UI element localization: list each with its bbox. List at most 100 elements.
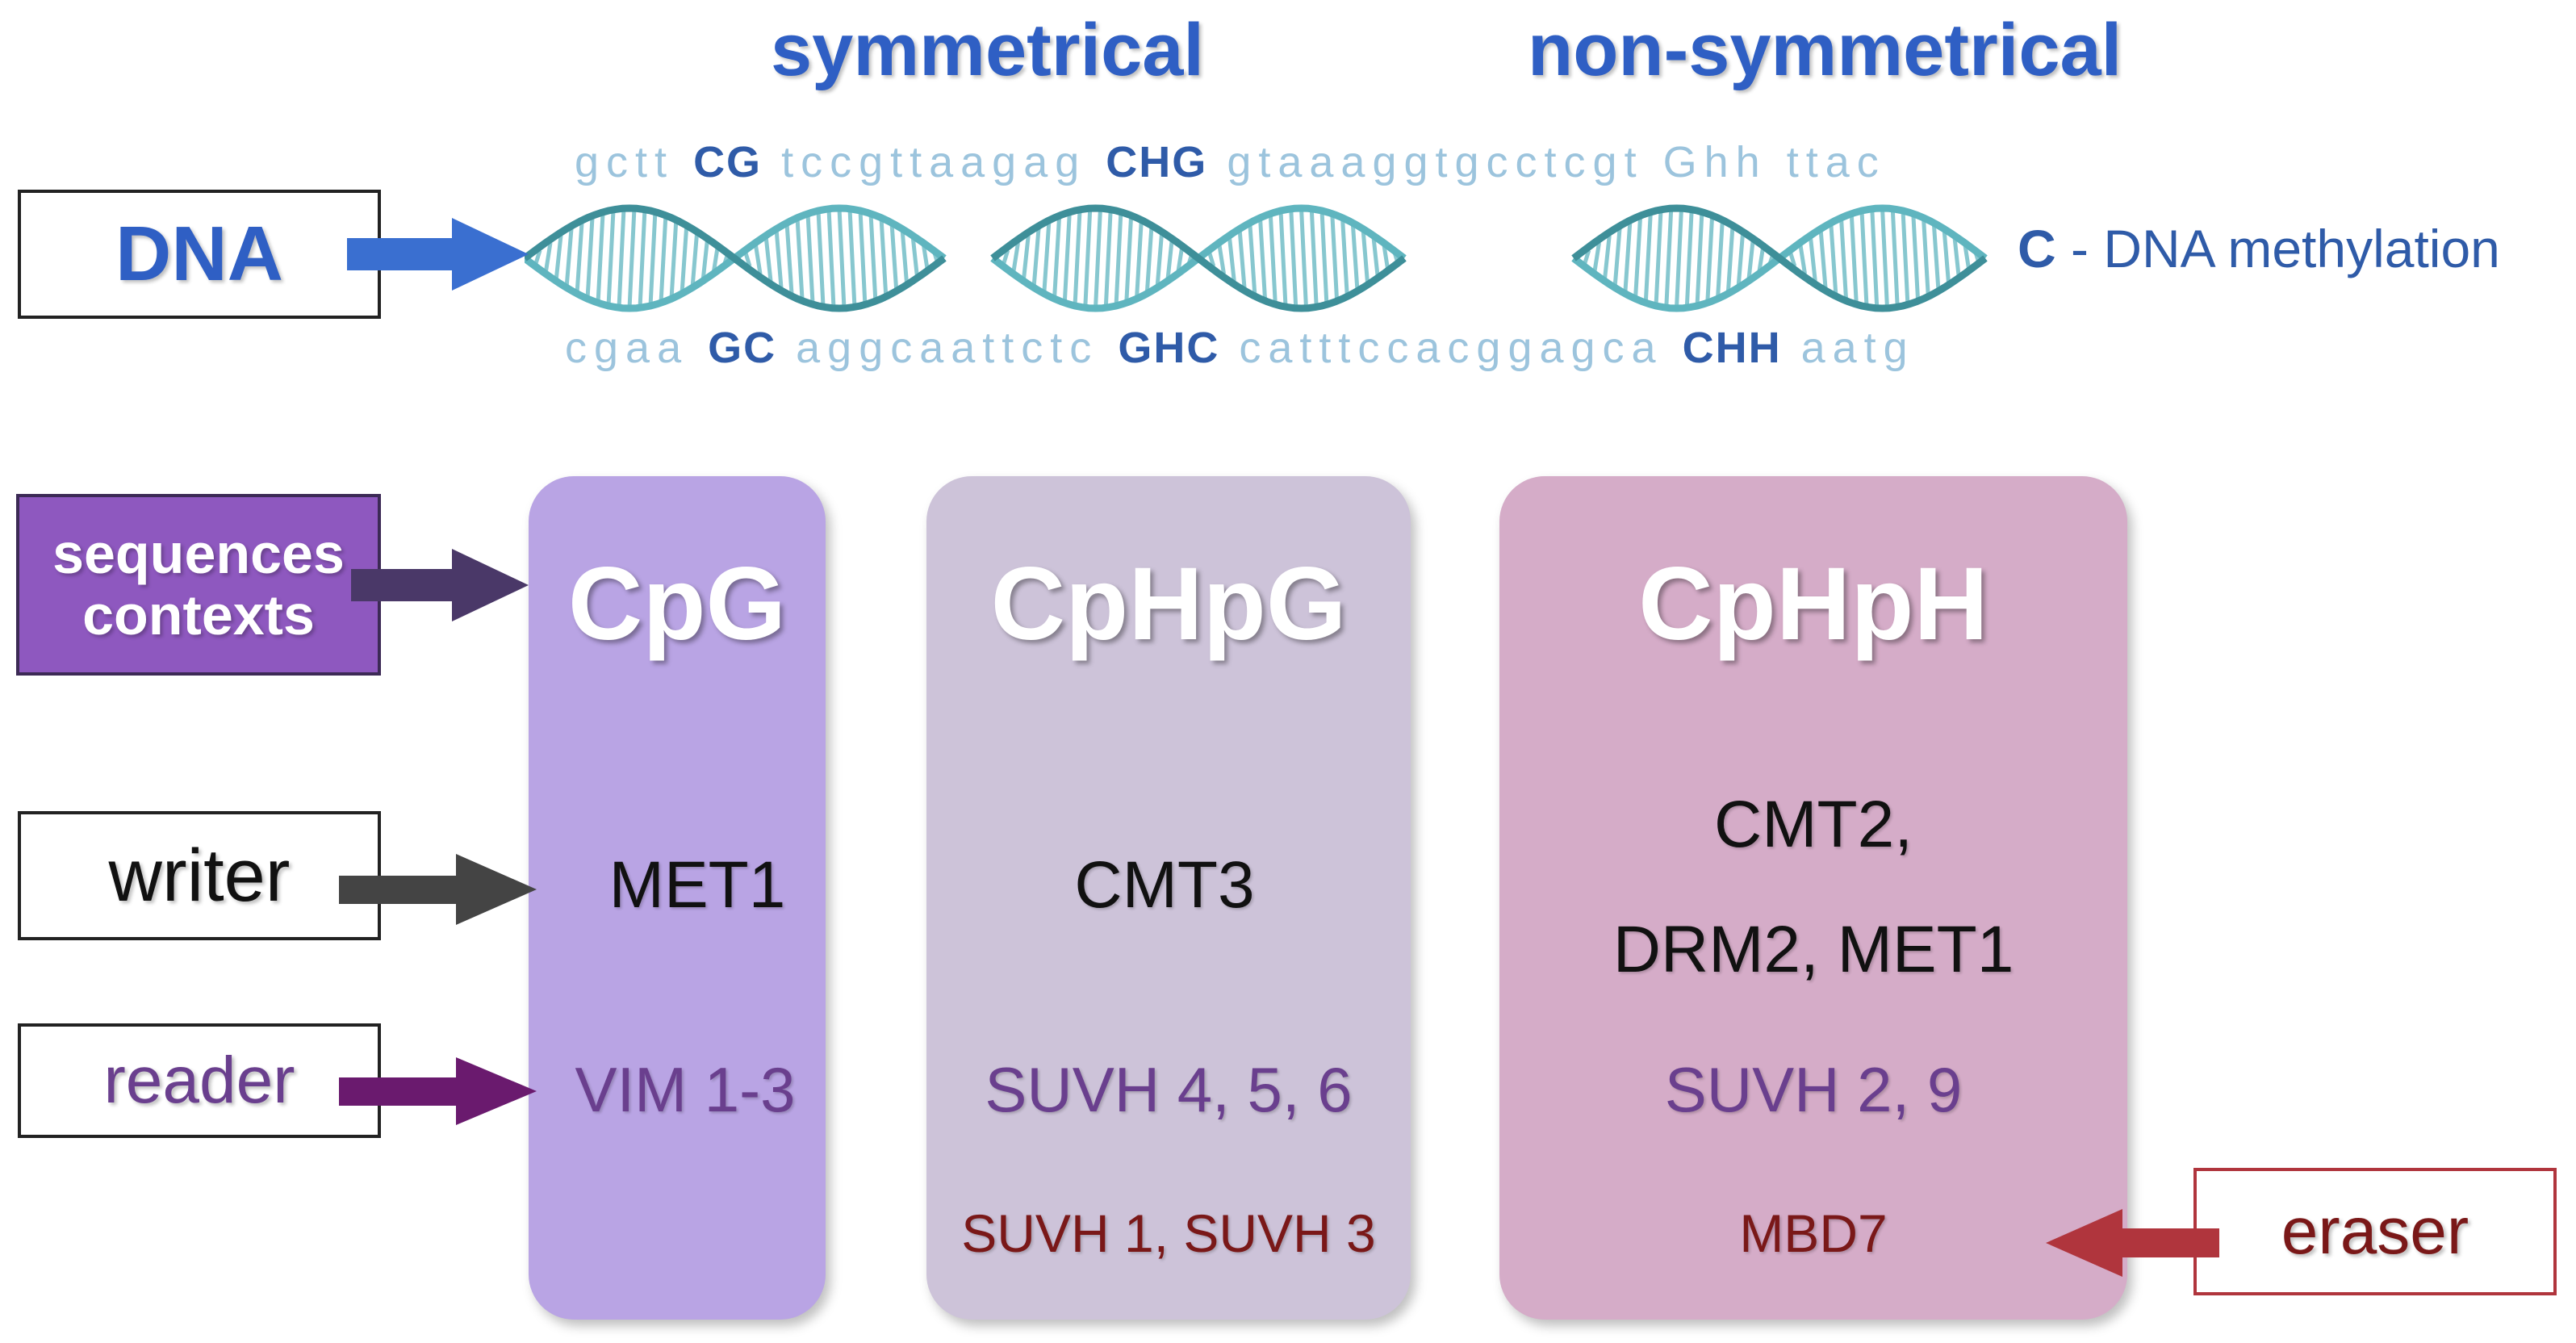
dna-base-pair: [1829, 222, 1838, 295]
sequence-bottom-strand: cgaa GC aggcaattctc GHC catttccacggagca …: [565, 323, 1915, 373]
methylation-legend-text: - DNA methylation: [2055, 219, 2500, 278]
dna-base-pair: [1931, 222, 1941, 295]
top-strand-segment: gctt: [575, 138, 675, 186]
dna-base-pair: [753, 242, 763, 274]
dna-base-pair: [680, 222, 689, 295]
dna-base-pair: [847, 208, 857, 308]
dna-base-pair: [1859, 210, 1869, 307]
dna-base-pair: [1922, 217, 1930, 299]
dna-base-pair: [1227, 235, 1236, 282]
sequence-top-strand: gctt CG tccgttaagag CHG gtaaaggtgcctcgt …: [575, 137, 1886, 187]
reader-label: reader: [103, 1044, 295, 1117]
dna-base-pair: [575, 222, 584, 295]
dna-base-pair: [1299, 207, 1308, 309]
dna-base-pair: [1361, 228, 1370, 288]
non-symmetrical-heading: non-symmetrical: [1528, 9, 2122, 91]
dna-base-pair: [1031, 228, 1041, 288]
dna-base-pair: [1839, 217, 1848, 299]
top-strand-segment: CHG: [1106, 138, 1208, 186]
dna-base-pair: [805, 213, 815, 303]
top-strand-segment: CG: [693, 138, 763, 186]
dna-base-pair: [1602, 235, 1612, 282]
cphph-writer-line1: CMT2,: [1714, 788, 1913, 861]
dna-base-pair: [1073, 210, 1082, 307]
cphpg-eraser: SUVH 1, SUVH 3: [961, 1203, 1376, 1263]
dna-base-pair: [1684, 208, 1694, 308]
dna-label-box: DNA: [18, 190, 381, 319]
dna-base-pair: [543, 242, 553, 274]
dna-base-pair: [1623, 222, 1633, 295]
bottom-strand-segment: GHC: [1118, 324, 1220, 372]
reader-label-box: reader: [18, 1023, 381, 1138]
cphpg-writer: CMT3: [1074, 848, 1255, 922]
top-strand-segment: Ghh: [1662, 138, 1767, 186]
dna-helix-1: [525, 204, 947, 312]
dna-base-pair: [826, 208, 836, 308]
cpg-reader: VIM 1-3: [575, 1054, 796, 1125]
dna-base-pair: [868, 213, 878, 303]
dna-base-pair: [1725, 222, 1735, 295]
cphpg-title: CpHpG: [990, 546, 1347, 662]
dna-base-pair: [1350, 222, 1360, 295]
dna-base-pair: [1144, 222, 1154, 295]
dna-base-pair: [596, 213, 605, 303]
dna-base-pair: [1330, 213, 1340, 303]
dna-base-pair: [763, 235, 773, 282]
dna-base-pair: [1695, 210, 1704, 307]
dna-base-pair: [1880, 207, 1889, 309]
dna-base-pair: [784, 222, 794, 295]
dna-base-pair: [617, 208, 626, 308]
dna-base-pair: [638, 208, 647, 308]
dna-base-pair: [1021, 235, 1031, 282]
dna-base-pair: [879, 217, 889, 299]
reader-arrow: [339, 1057, 537, 1125]
bottom-strand-segment: aggcaattctc: [796, 324, 1099, 372]
dna-base-pair: [1052, 217, 1061, 299]
dna-label: DNA: [115, 211, 283, 297]
dna-base-pair: [910, 235, 920, 282]
eraser-arrow: [2046, 1209, 2219, 1277]
dna-base-pair: [795, 217, 805, 299]
dna-base-pair: [606, 210, 616, 307]
dna-base-pair: [1083, 208, 1093, 308]
dna-base-pair: [900, 228, 910, 288]
dna-base-pair: [1736, 228, 1746, 288]
dna-base-pair: [700, 235, 710, 282]
dna-helix-3: [1571, 204, 1988, 312]
cphph-writer-line2: DRM2, MET1: [1612, 913, 2014, 986]
dna-base-pair: [1309, 208, 1319, 308]
cphph-reader: SUVH 2, 9: [1664, 1054, 1963, 1125]
dna-base-pair: [1114, 210, 1123, 307]
dna-base-pair: [1289, 208, 1298, 308]
eraser-label-box: eraser: [2193, 1168, 2557, 1295]
dna-base-pair: [837, 207, 847, 309]
dna-base-pair: [774, 228, 784, 288]
dna-base-pair: [1268, 213, 1278, 303]
dna-base-pair: [1746, 235, 1756, 282]
cphph-eraser: MBD7: [1739, 1203, 1888, 1263]
dna-base-pair: [1942, 228, 1951, 288]
dna-base-pair: [816, 210, 826, 307]
dna-base-pair: [1237, 228, 1247, 288]
dna-base-pair: [1911, 213, 1921, 303]
cpg-writer: MET1: [608, 848, 786, 922]
sequence-contexts-label-box: sequences contexts: [16, 494, 381, 676]
dna-base-pair: [1340, 217, 1349, 299]
sequences-label-line1: sequences: [52, 521, 345, 585]
dna-base-pair: [1278, 210, 1288, 307]
dna-base-pair: [690, 228, 700, 288]
top-strand-segment: ttac: [1786, 138, 1886, 186]
dna-base-pair: [1798, 242, 1807, 274]
dna-base-pair: [1319, 210, 1329, 307]
methylation-legend: C - DNA methylation: [2018, 218, 2500, 279]
dna-base-pair: [1716, 217, 1725, 299]
dna-base-pair: [1094, 207, 1102, 309]
dna-base-pair: [1643, 213, 1653, 303]
bottom-strand-segment: GC: [708, 324, 777, 372]
writer-arrow: [339, 854, 537, 925]
dna-base-pair: [1042, 222, 1052, 295]
symmetrical-heading: symmetrical: [771, 9, 1204, 91]
cphpg-reader: SUVH 4, 5, 6: [985, 1054, 1353, 1125]
column-cphpg: CpHpG CMT3 SUVH 4, 5, 6 SUVH 1, SUVH 3: [926, 476, 1411, 1320]
dna-base-pair: [627, 207, 637, 309]
